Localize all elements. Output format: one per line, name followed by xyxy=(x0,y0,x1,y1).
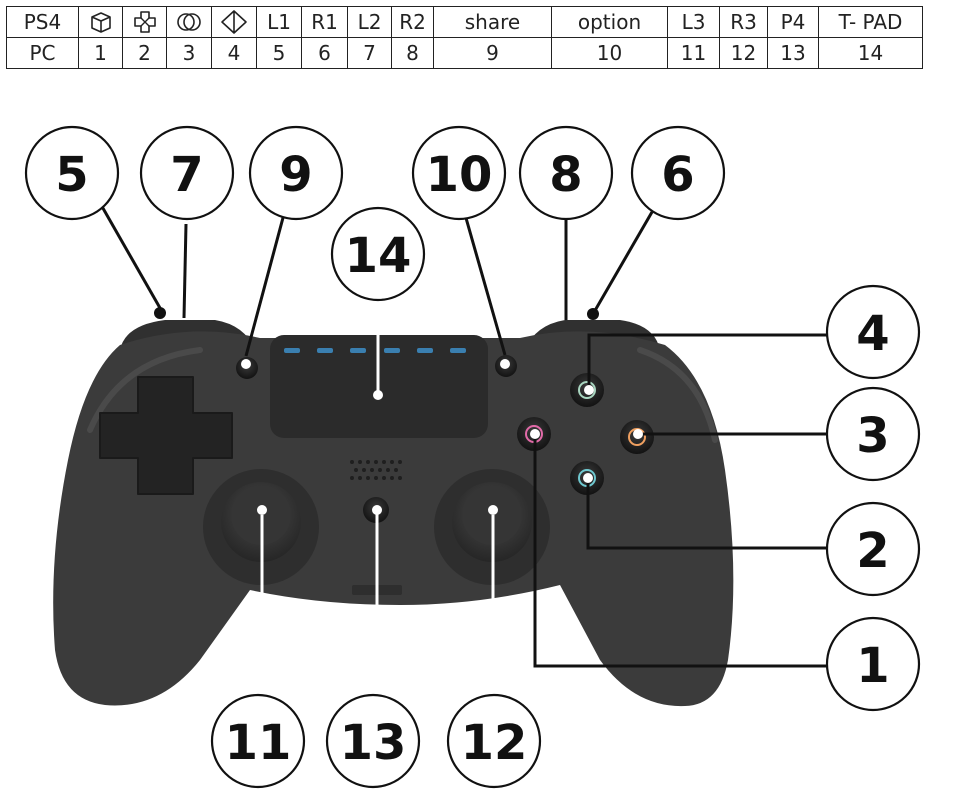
pc-cell-13: 13 xyxy=(767,37,819,69)
callout-4: 4 xyxy=(825,284,921,380)
ps4-cell-9: share xyxy=(433,6,552,38)
pc-cell-14: 14 xyxy=(818,37,923,69)
pc-cell-6: 6 xyxy=(301,37,348,69)
callout-1: 1 xyxy=(825,616,921,712)
pc-cell-10: 10 xyxy=(551,37,668,69)
cube-icon xyxy=(90,12,111,33)
pc-cell-11: 11 xyxy=(667,37,720,69)
callout-11: 11 xyxy=(210,693,306,789)
callout-4-label: 4 xyxy=(856,306,889,362)
callout-3: 3 xyxy=(825,386,921,482)
callout-8-label: 8 xyxy=(549,147,582,203)
callout-13-label: 13 xyxy=(340,715,407,771)
ps4-cell-11: L3 xyxy=(667,6,720,38)
callout-8: 8 xyxy=(518,125,614,221)
ps4-cell-6: R1 xyxy=(301,6,348,38)
cross-pattern-icon xyxy=(133,11,156,33)
callout-7-label: 7 xyxy=(170,147,203,203)
button-mapping-table: PS4 L1 R1 L2 R2 share opti xyxy=(6,6,923,69)
lightbar xyxy=(284,348,466,353)
callout-6: 6 xyxy=(630,125,726,221)
pc-cell-3: 3 xyxy=(166,37,212,69)
callout-14: 14 xyxy=(330,206,426,302)
callout-5-label: 5 xyxy=(55,147,88,203)
callout-7: 7 xyxy=(139,125,235,221)
callout-6-label: 6 xyxy=(661,147,694,203)
ps4-cell-4 xyxy=(211,6,257,38)
pc-cell-2: 2 xyxy=(122,37,167,69)
ps4-cell-1 xyxy=(78,6,123,38)
row-label-ps4: PS4 xyxy=(6,6,79,38)
callout-11-label: 11 xyxy=(225,715,292,771)
callout-12: 12 xyxy=(446,693,542,789)
body-highlight xyxy=(87,347,718,443)
speaker-grille xyxy=(350,460,402,480)
leader-dots xyxy=(154,307,643,515)
gamepad xyxy=(53,320,734,707)
pc-cell-9: 9 xyxy=(433,37,552,69)
pc-cell-12: 12 xyxy=(719,37,768,69)
pc-cell-1: 1 xyxy=(78,37,123,69)
callout-12-label: 12 xyxy=(461,715,528,771)
diamond-icon xyxy=(221,10,247,34)
callout-1-label: 1 xyxy=(856,638,889,694)
ps4-cell-5: L1 xyxy=(256,6,302,38)
pc-cell-5: 5 xyxy=(256,37,302,69)
callout-9-label: 9 xyxy=(279,147,312,203)
callout-14-label: 14 xyxy=(345,228,412,284)
callout-2-label: 2 xyxy=(856,523,889,579)
callout-2: 2 xyxy=(825,501,921,597)
callout-13: 13 xyxy=(325,693,421,789)
callout-10-label: 10 xyxy=(426,147,493,203)
ps4-cell-13: P4 xyxy=(767,6,819,38)
leader-lines xyxy=(98,202,831,685)
callout-9: 9 xyxy=(248,125,344,221)
pc-row: PC 1 2 3 4 5 6 7 8 9 10 11 12 13 14 xyxy=(6,37,923,69)
row-label-pc: PC xyxy=(6,37,79,69)
callout-3-label: 3 xyxy=(856,408,889,464)
dpad xyxy=(99,376,233,495)
callout-5: 5 xyxy=(24,125,120,221)
pc-cell-4: 4 xyxy=(211,37,257,69)
double-circle-icon xyxy=(177,13,201,31)
callout-10: 10 xyxy=(411,125,507,221)
ps4-cell-8: R2 xyxy=(391,6,434,38)
